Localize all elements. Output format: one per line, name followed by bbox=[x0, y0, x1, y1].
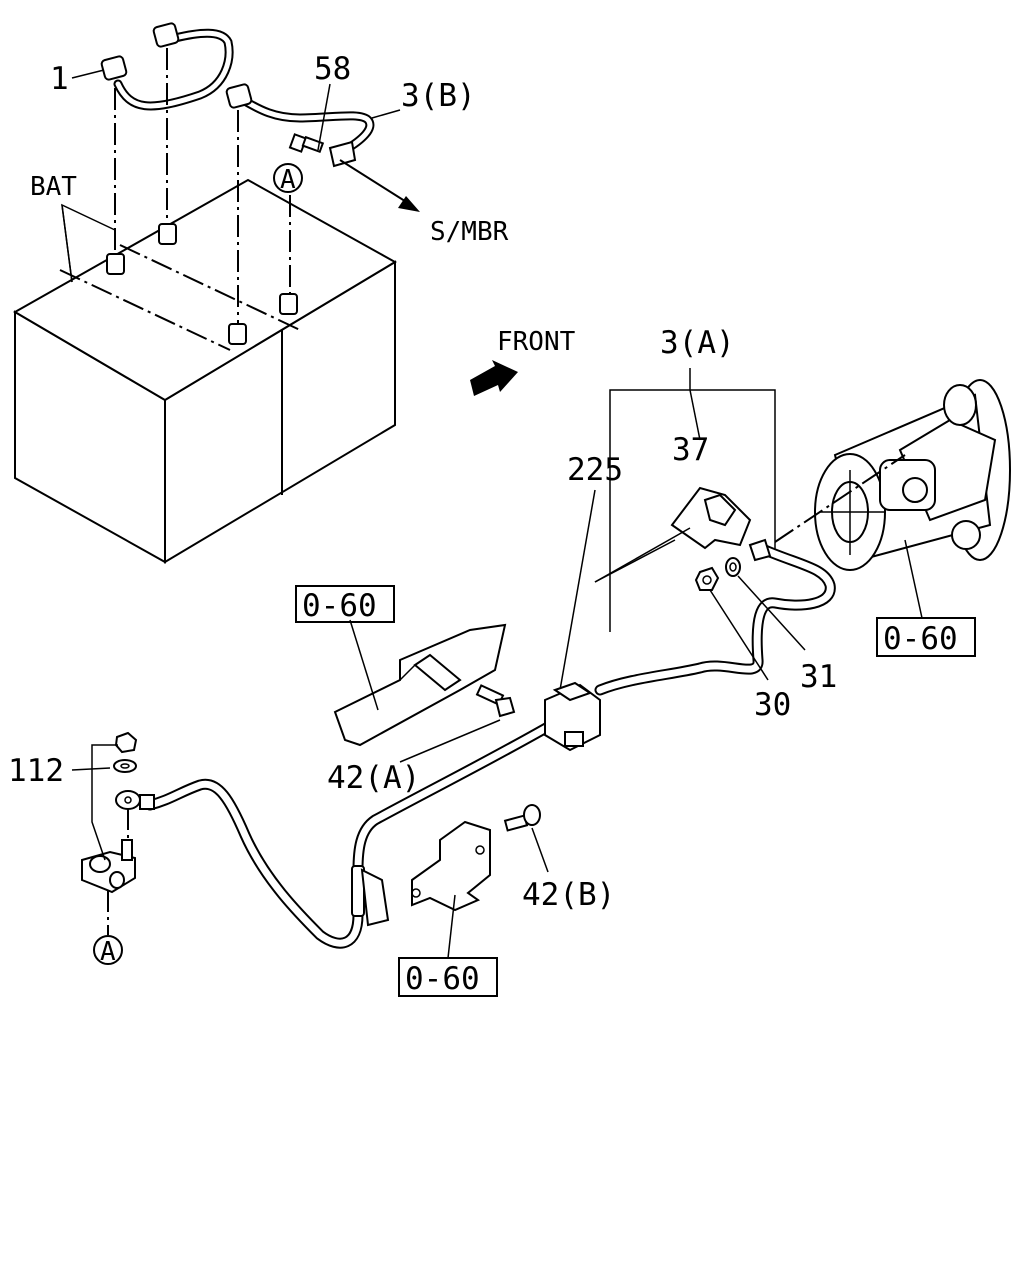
reference-box-starter: 0-60 bbox=[876, 539, 976, 657]
reference-circle-a-bottom: A bbox=[93, 935, 123, 967]
label-part-3a: 3(A) bbox=[660, 325, 735, 361]
mounting-bracket-upper bbox=[333, 623, 507, 747]
label-part-37: 37 bbox=[672, 432, 709, 468]
reference-circle-a-top: A bbox=[273, 163, 303, 195]
bolt-42a bbox=[475, 684, 516, 718]
negative-battery-cable bbox=[100, 22, 234, 111]
label-part-30: 30 bbox=[754, 687, 791, 723]
main-cable-225 bbox=[115, 714, 566, 949]
bolt-58 bbox=[288, 133, 325, 154]
label-ref-060-starter: 0-60 bbox=[883, 621, 958, 657]
label-part-225: 225 bbox=[567, 452, 623, 488]
label-part-42b: 42(B) bbox=[522, 877, 615, 913]
reference-box-upper-bracket: 0-60 bbox=[295, 585, 395, 624]
cable-clip bbox=[360, 868, 390, 927]
label-part-58: 58 bbox=[314, 51, 351, 87]
label-ref-060-bottom: 0-60 bbox=[405, 961, 480, 997]
starter-cable-3a bbox=[594, 538, 836, 696]
bolt-42b bbox=[503, 804, 541, 832]
nut-30 bbox=[694, 566, 720, 591]
battery-terminal bbox=[106, 223, 298, 345]
battery bbox=[12, 178, 397, 564]
terminal-cover-37 bbox=[594, 486, 752, 583]
label-circle-a-top: A bbox=[280, 165, 296, 195]
label-front: FRONT bbox=[497, 327, 576, 357]
ground-cable-3b bbox=[225, 83, 375, 168]
ground-terminal-block bbox=[81, 839, 136, 894]
washer-112 bbox=[113, 759, 137, 773]
label-bat: BAT bbox=[30, 172, 77, 202]
label-part-1: 1 bbox=[50, 61, 69, 97]
starter-motor bbox=[814, 379, 1011, 571]
reference-box-lower-bracket: 0-60 bbox=[398, 957, 498, 997]
mounting-bracket-lower bbox=[411, 820, 491, 912]
washer-31 bbox=[725, 557, 741, 577]
label-part-112: 112 bbox=[8, 753, 64, 789]
label-circle-a-bottom: A bbox=[100, 937, 116, 967]
label-smbr: S/MBR bbox=[430, 217, 509, 247]
label-part-42a: 42(A) bbox=[327, 760, 420, 796]
cable-junction-block bbox=[544, 681, 601, 752]
front-arrow-icon bbox=[470, 360, 518, 396]
label-part-31: 31 bbox=[800, 659, 837, 695]
label-ref-060-top: 0-60 bbox=[302, 588, 377, 624]
nut-112 bbox=[114, 731, 138, 754]
label-part-3b: 3(B) bbox=[401, 78, 476, 114]
